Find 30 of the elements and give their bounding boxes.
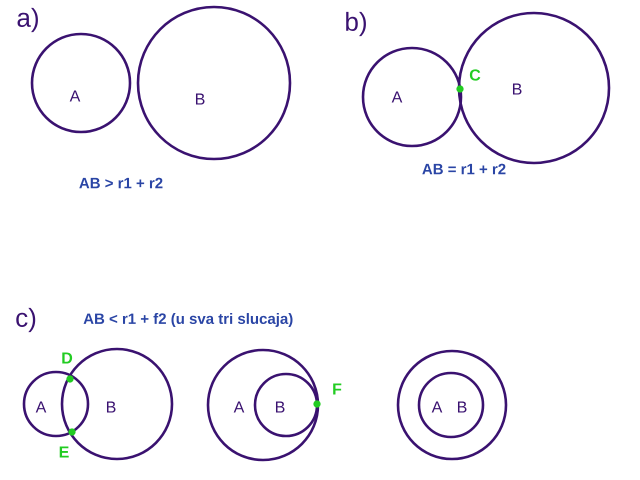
condition-text: AB < r1 + f2 (u sva tri slucaja)	[84, 313, 293, 327]
circle	[136, 6, 292, 160]
section-label: a)	[18, 8, 38, 32]
circle	[60, 348, 174, 460]
center-letter: A	[392, 92, 402, 102]
circle	[22, 370, 90, 438]
center-letter: A	[234, 402, 244, 412]
circle	[362, 46, 462, 148]
section-label: c)	[16, 308, 36, 332]
section-label: b)	[346, 12, 366, 36]
center-letter: B	[196, 94, 204, 104]
point-label: C	[470, 69, 480, 81]
point-label: D	[62, 352, 72, 364]
center-letter: B	[276, 402, 284, 412]
circle	[206, 348, 320, 462]
center-letter: A	[432, 402, 442, 412]
center-letter: B	[458, 402, 466, 412]
condition-text: AB = r1 + r2	[422, 164, 506, 174]
center-letter: A	[36, 402, 46, 412]
center-letter: A	[70, 90, 80, 102]
point-label: F	[333, 384, 342, 394]
center-letter: B	[106, 402, 116, 412]
center-letter: B	[512, 84, 522, 94]
point-label: E	[60, 446, 69, 458]
circle	[418, 372, 484, 438]
circle	[458, 12, 610, 164]
circle	[396, 350, 508, 460]
circle	[30, 32, 132, 134]
condition-text: AB > r1 + r2	[79, 178, 162, 188]
circle	[254, 372, 318, 438]
